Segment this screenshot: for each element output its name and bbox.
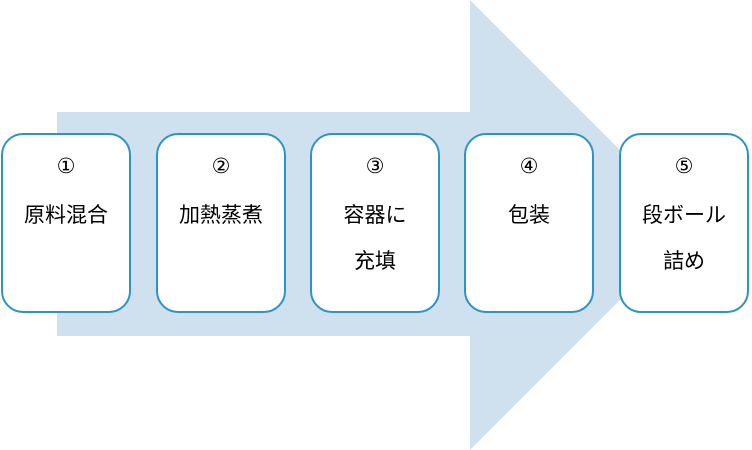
step-box-4: ④ 包装 [464,133,594,313]
step-number: ⑤ [674,154,694,178]
step-label: 加熱蒸煮 [179,203,263,227]
step-box-5: ⑤ 段ボール 詰め [619,133,749,313]
step-label: 原料混合 [24,203,108,227]
step-box-2: ② 加熱蒸煮 [156,133,286,313]
step-box-3: ③ 容器に 充填 [310,133,440,313]
step-label: 包装 [508,203,550,227]
step-number: ① [56,154,76,178]
step-label: 段ボール [642,203,726,227]
step-box-1: ① 原料混合 [1,133,131,313]
step-number: ③ [365,154,385,178]
step-number: ④ [519,154,539,178]
step-label-line-2: 詰め [663,249,705,273]
step-label-line-2: 充填 [354,249,396,273]
step-label: 容器に [343,203,407,227]
step-number: ② [211,154,231,178]
